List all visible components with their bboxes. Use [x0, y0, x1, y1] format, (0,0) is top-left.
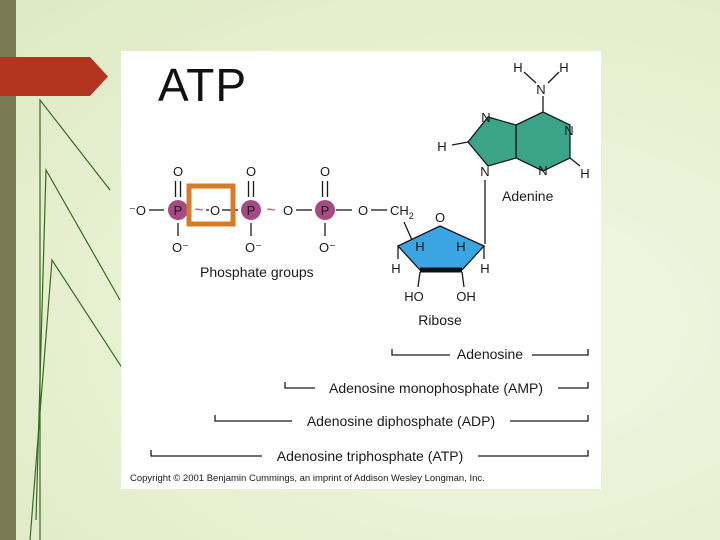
left-accent-bar [0, 0, 16, 540]
ribose-label: Ribose [418, 312, 462, 328]
atom-o-negative: ⁻O [129, 203, 146, 218]
atom-o-ester: O [358, 203, 368, 218]
atom-o-top-1: O [173, 164, 183, 179]
atom-h-right: H [480, 261, 489, 276]
atom-o-ring: O [435, 210, 445, 225]
phosphate-chain: ⁻O P O O⁻ ~ O P O O⁻ ~ O P O O⁻ [129, 164, 414, 280]
atom-h-left: H [391, 261, 400, 276]
atom-o-minus-2: O⁻ [245, 240, 262, 255]
atom-o-bridge-2: O [283, 203, 293, 218]
atom-p-2: P [247, 203, 256, 218]
adenine-label: Adenine [502, 188, 554, 204]
bracket-atp: Adenosine triphosphate (ATP) [150, 448, 589, 464]
adp-label: Adenosine diphosphate (ADP) [307, 413, 495, 429]
atom-n-7: N [481, 110, 490, 125]
atom-h-c2: H [580, 166, 589, 181]
decorative-lines [29, 98, 131, 540]
atom-p-3: P [321, 203, 330, 218]
high-energy-bond-tilde-1: ~ [194, 202, 203, 219]
atom-n-3: N [538, 163, 547, 178]
atom-n-1: N [564, 123, 573, 138]
atom-ho: HO [404, 289, 424, 304]
atom-o-bridge-1: O [210, 203, 220, 218]
atom-o-top-2: O [246, 164, 256, 179]
atom-h-c8: H [437, 139, 446, 154]
highlight-box [186, 183, 236, 227]
ribose-ring [396, 225, 486, 271]
phosphorus-atom-3 [315, 200, 335, 220]
atom-p-1: P [174, 203, 183, 218]
phosphate-groups-label: Phosphate groups [200, 264, 314, 280]
phosphorus-atom-2 [241, 200, 261, 220]
bracket-adenosine: Adenosine [391, 346, 589, 362]
phosphorus-atom-1 [168, 200, 188, 220]
adenosine-label: Adenosine [457, 346, 523, 362]
amp-label: Adenosine monophosphate (AMP) [329, 380, 543, 396]
atom-oh: OH [456, 289, 476, 304]
atom-ch2: CH2 [390, 203, 414, 221]
adenine-base: N H H N N N N H H Adenine [437, 60, 590, 244]
atom-h-amino-1: H [513, 60, 522, 75]
atom-h-ring-2: H [456, 239, 465, 254]
copyright-notice: Copyright © 2001 Benjamin Cummings, an i… [130, 473, 485, 484]
adenine-five-ring [467, 116, 517, 167]
bracket-adp: Adenosine diphosphate (ADP) [214, 413, 589, 429]
bracket-amp: Adenosine monophosphate (AMP) [284, 380, 589, 396]
atom-n-9: N [480, 164, 489, 179]
atom-o-minus-3: O⁻ [319, 240, 336, 255]
atom-o-minus-1: O⁻ [172, 240, 189, 255]
atp-label: Adenosine triphosphate (ATP) [277, 448, 464, 464]
ribose-sugar: O H H H H HO OH Ribose [391, 210, 489, 328]
atom-n-amino: N [536, 82, 545, 97]
atom-h-ring-1: H [415, 239, 424, 254]
high-energy-bond-tilde-2: ~ [266, 202, 275, 219]
title-arrow-shape [0, 57, 108, 96]
atom-h-amino-2: H [559, 60, 568, 75]
slide-title: ATP [158, 59, 248, 111]
atom-o-top-3: O [320, 164, 330, 179]
